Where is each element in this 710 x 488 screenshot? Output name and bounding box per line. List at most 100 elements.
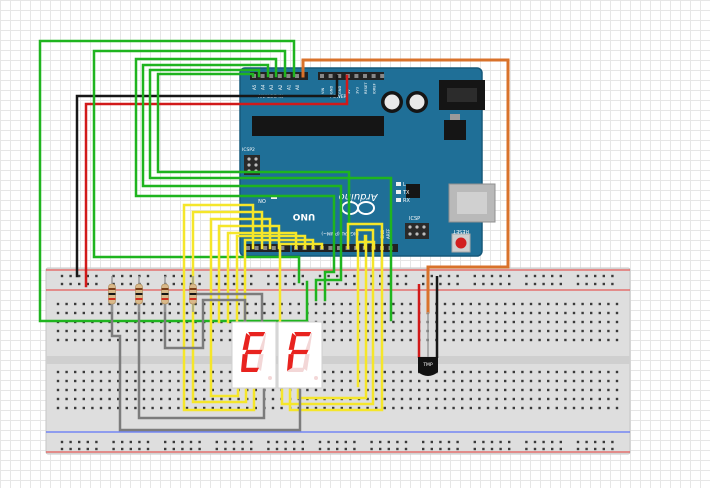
breadboard-hole <box>529 406 533 410</box>
breadboard-hole <box>533 440 537 444</box>
breadboard-hole <box>250 447 253 451</box>
breadboard-hole <box>211 370 214 374</box>
breadboard-hole <box>447 440 451 444</box>
breadboard-hole <box>65 329 68 333</box>
breadboard-hole <box>521 338 524 342</box>
icsp-pin <box>415 232 419 236</box>
breadboard-hole <box>404 282 408 286</box>
breadboard-hole <box>473 282 476 286</box>
breadboard-hole <box>215 440 218 444</box>
icsp-header <box>405 223 429 239</box>
breadboard-hole <box>297 302 300 306</box>
breadboard-hole <box>392 379 395 383</box>
breadboard-hole <box>185 329 189 333</box>
breadboard-hole <box>443 320 447 324</box>
breadboard-hole <box>56 311 60 315</box>
breadboard-hole <box>572 320 576 324</box>
breadboard-hole <box>490 274 494 278</box>
breadboard-hole <box>504 379 507 383</box>
breadboard-hole <box>490 447 494 451</box>
breadboard-hole <box>185 388 189 392</box>
breadboard-hole <box>224 440 227 444</box>
breadboard-hole <box>194 370 197 374</box>
breadboard-hole <box>499 282 502 286</box>
breadboard-hole <box>340 320 343 324</box>
breadboard-hole <box>353 274 356 278</box>
breadboard-hole <box>280 311 283 315</box>
breadboard-hole <box>551 282 554 286</box>
breadboard-hole <box>529 329 533 333</box>
breadboard-hole <box>576 274 580 278</box>
breadboard-hole <box>194 311 197 315</box>
breadboard-hole <box>60 440 64 444</box>
breadboard-hole <box>375 379 378 383</box>
breadboard-hole <box>82 397 85 401</box>
breadboard-hole <box>211 329 214 333</box>
breadboard-hole <box>224 282 227 286</box>
breadboard-hole <box>323 329 326 333</box>
reset-button[interactable] <box>451 233 471 253</box>
breadboard-hole <box>585 447 588 451</box>
seven-segment-display <box>231 321 323 389</box>
yellow-wire-11 <box>296 234 368 400</box>
arduino-board: Arduino UNO ON L TX RX ICSP ICSP2 RESET … <box>239 67 496 257</box>
breadboard-hole <box>572 388 576 392</box>
breadboard-hole <box>237 311 240 315</box>
breadboard-hole <box>598 406 601 410</box>
breadboard-hole <box>91 338 94 342</box>
voltage-regulator-tab <box>450 114 460 120</box>
breadboard-hole <box>478 311 481 315</box>
breadboard-hole <box>203 370 206 374</box>
breadboard-hole <box>508 440 511 444</box>
orange-wire <box>301 58 510 314</box>
gray-wire-2 <box>137 298 266 420</box>
breadboard-hole <box>555 397 558 401</box>
breadboard-hole <box>314 302 318 306</box>
breadboard-hole <box>56 338 60 342</box>
breadboard-hole <box>142 311 146 315</box>
breadboard-hole <box>121 274 124 278</box>
breadboard-hole <box>95 282 98 286</box>
breadboard-hole <box>615 329 619 333</box>
breadboard-hole <box>542 447 545 451</box>
breadboard-hole <box>447 282 451 286</box>
header-pin <box>354 74 359 78</box>
breadboard-hole <box>129 282 132 286</box>
rx-led <box>396 198 401 202</box>
breadboard-hole <box>564 388 567 392</box>
breadboard-hole <box>572 370 576 374</box>
breadboard-hole <box>400 329 404 333</box>
breadboard-hole <box>598 329 601 333</box>
breadboard-hole <box>602 440 605 444</box>
sensor-body <box>418 357 438 376</box>
icsp2-label: ICSP2 <box>242 147 255 153</box>
breadboard-hole <box>327 440 330 444</box>
breadboard-hole <box>220 329 223 333</box>
segment-b <box>305 333 313 350</box>
breadboard-hole <box>254 397 257 401</box>
breadboard-hole <box>473 274 476 278</box>
breadboard-hole <box>91 397 94 401</box>
breadboard-hole <box>443 379 447 383</box>
resistors <box>108 276 197 312</box>
breadboard-hole <box>318 282 322 286</box>
breadboard-hole <box>379 440 382 444</box>
breadboard-hole <box>598 302 601 306</box>
breadboard-hole <box>572 379 576 383</box>
breadboard-hole <box>581 329 584 333</box>
breadboard-hole <box>538 338 541 342</box>
breadboard-hole <box>443 311 447 315</box>
breadboard-hole <box>82 311 85 315</box>
breadboard-hole <box>168 406 171 410</box>
yellow-wire-3 <box>209 217 272 398</box>
breadboard-hole <box>512 302 515 306</box>
breadboard-hole <box>529 370 533 374</box>
segment-a <box>294 332 312 337</box>
breadboard-hole <box>439 447 442 451</box>
breadboard-hole <box>490 440 494 444</box>
breadboard-hole <box>327 274 330 278</box>
breadboard-hole <box>504 406 507 410</box>
breadboard-hole <box>461 370 464 374</box>
breadboard-hole <box>379 282 382 286</box>
